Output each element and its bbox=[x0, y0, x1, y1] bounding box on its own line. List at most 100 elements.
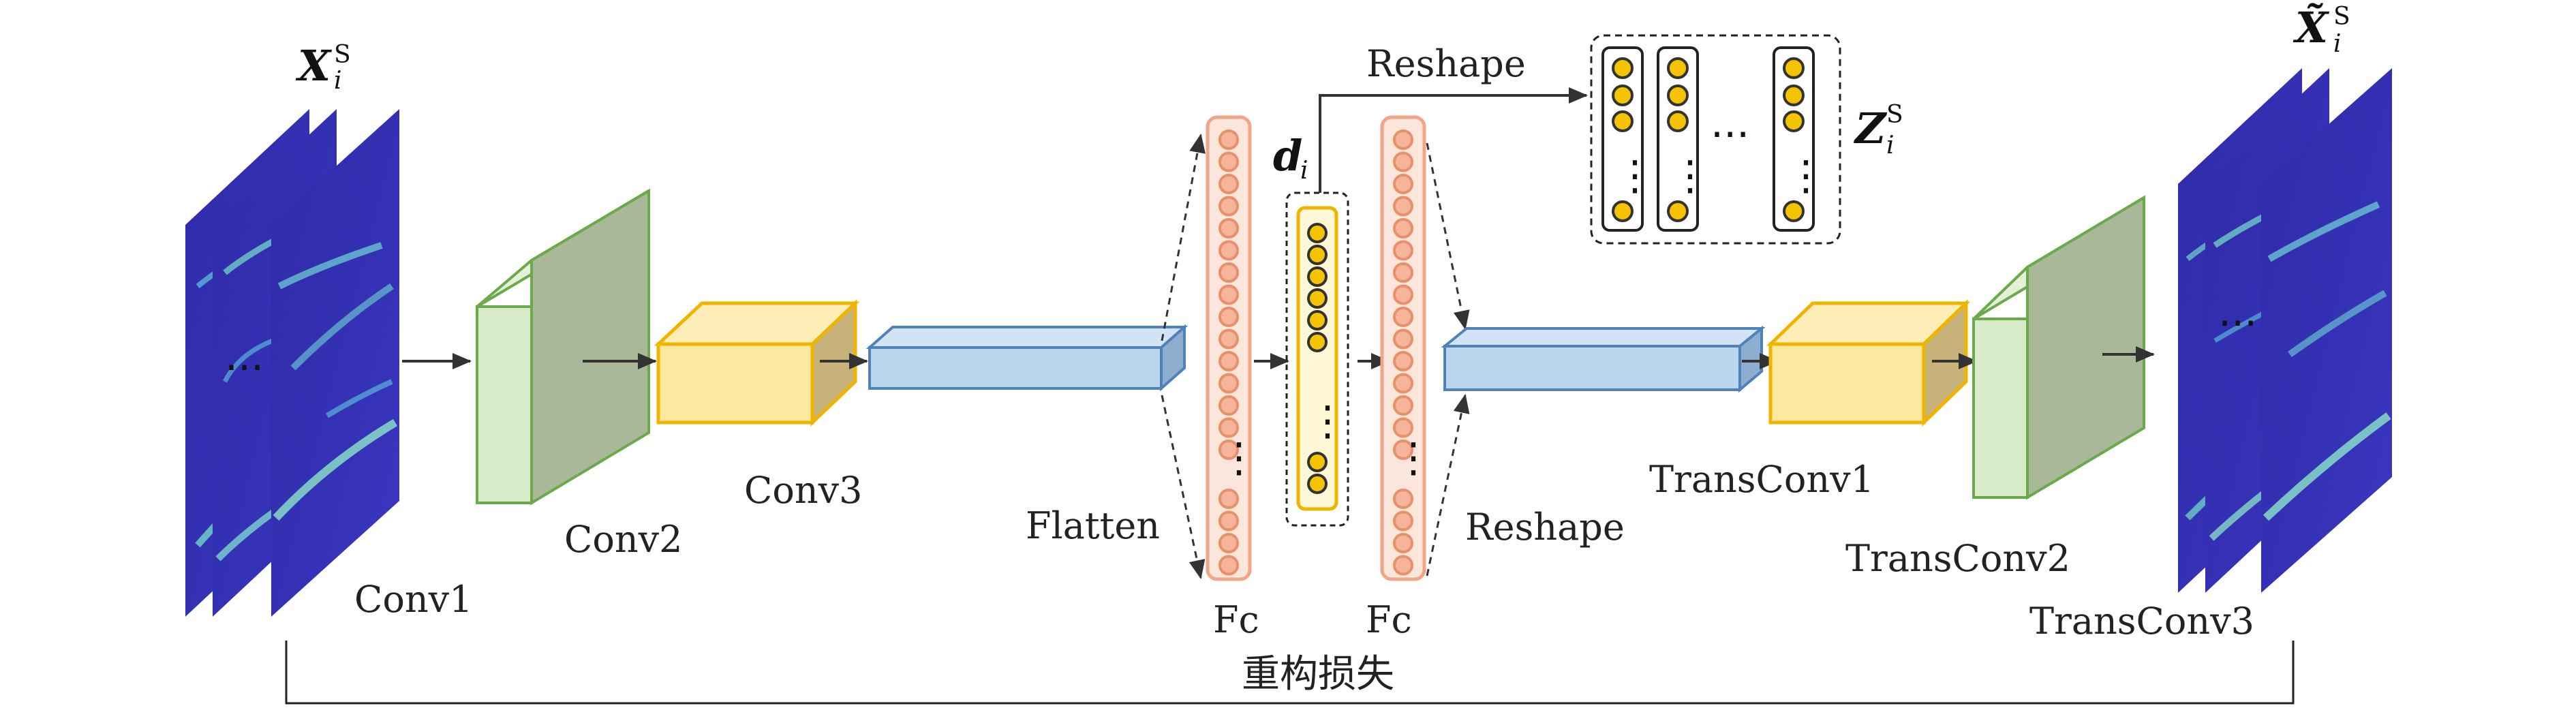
neuron bbox=[1218, 417, 1239, 438]
output-symbol: X̃ S i bbox=[2293, 3, 2350, 58]
neuron bbox=[1218, 351, 1239, 371]
neuron bbox=[1393, 417, 1413, 438]
neuron bbox=[1393, 328, 1413, 350]
neuron bbox=[1667, 57, 1689, 79]
latent-d-sub: i bbox=[1300, 157, 1308, 185]
latent-d-box: ⋮ bbox=[1285, 191, 1349, 527]
latent-z-column bbox=[1657, 46, 1699, 232]
neuron bbox=[1393, 307, 1413, 327]
neuron bbox=[1218, 151, 1239, 172]
neuron bbox=[1218, 533, 1239, 553]
neuron bbox=[1393, 218, 1413, 238]
neuron bbox=[1307, 474, 1328, 494]
neuron bbox=[1393, 489, 1413, 509]
conv2-block bbox=[476, 188, 650, 506]
output-feature-maps: ··· bbox=[2178, 68, 2392, 593]
transconv1-label: TransConv1 bbox=[1649, 458, 1874, 501]
latent-d-ellipsis: ⋮ bbox=[1307, 397, 1348, 445]
input-feature-maps: ··· bbox=[185, 109, 399, 617]
neuron bbox=[1612, 84, 1634, 106]
transconv3-label: TransConv3 bbox=[2029, 600, 2254, 643]
loss-bracket bbox=[285, 641, 2295, 705]
reshape-top-label: Reshape bbox=[1366, 42, 1526, 85]
output-ellipsis: ··· bbox=[2218, 300, 2257, 348]
neuron bbox=[1307, 310, 1328, 330]
neuron bbox=[1393, 440, 1413, 460]
neuron bbox=[1393, 196, 1413, 217]
latent-d-symbol: d i bbox=[1273, 131, 1308, 185]
neuron bbox=[1667, 110, 1689, 132]
input-symbol-sub: i bbox=[334, 67, 342, 95]
neuron bbox=[1218, 196, 1239, 217]
latent-z-columns: ⋮⋮⋮ bbox=[1601, 46, 1826, 232]
fc-right-neurons bbox=[1393, 129, 1413, 576]
neuron bbox=[1218, 440, 1239, 460]
neuron bbox=[1393, 174, 1413, 194]
fc-right-ellipsis: ⋮ bbox=[1393, 434, 1434, 482]
input-symbol-base: X bbox=[295, 41, 333, 91]
neuron bbox=[1393, 510, 1413, 532]
loss-label: 重构损失 bbox=[1242, 652, 1394, 696]
feature-map bbox=[271, 109, 399, 617]
neuron bbox=[1667, 84, 1689, 106]
flatten-label: Flatten bbox=[1026, 504, 1160, 547]
neuron bbox=[1307, 245, 1328, 265]
neuron bbox=[1218, 555, 1239, 576]
neuron bbox=[1218, 489, 1239, 509]
input-symbol-sup: S bbox=[334, 41, 351, 69]
latent-d-base: d bbox=[1273, 131, 1302, 181]
input-symbol: X S i bbox=[295, 41, 351, 95]
fc-right-layer: ⋮ bbox=[1380, 115, 1434, 581]
neuron bbox=[1307, 452, 1328, 472]
neuron bbox=[1393, 151, 1413, 172]
latent-z-h-ellipsis: ··· bbox=[1711, 111, 1749, 159]
neuron bbox=[1393, 240, 1413, 261]
neuron bbox=[1218, 395, 1239, 416]
latent-z-base: Z bbox=[1853, 104, 1888, 153]
fc-right-label: Fc bbox=[1366, 598, 1412, 641]
neuron bbox=[1218, 307, 1239, 327]
neuron bbox=[1218, 240, 1239, 261]
output-symbol-base: X̃ bbox=[2293, 3, 2330, 52]
neuron bbox=[1783, 57, 1805, 79]
input-ellipsis: ··· bbox=[225, 344, 264, 392]
latent-z-symbol: Z S i bbox=[1853, 101, 1903, 159]
neuron bbox=[1783, 200, 1805, 222]
latent-z-sup: S bbox=[1886, 101, 1903, 129]
transconv2-label: TransConv2 bbox=[1845, 537, 2070, 580]
dashed-arrow bbox=[1161, 395, 1206, 579]
neuron bbox=[1218, 328, 1239, 350]
reshape-top-arrow bbox=[1319, 87, 1588, 193]
fc-left-neurons bbox=[1218, 129, 1239, 576]
neuron bbox=[1307, 332, 1328, 352]
neuron bbox=[1218, 262, 1239, 283]
reshape-bottom-label: Reshape bbox=[1465, 506, 1625, 549]
reshape-block bbox=[1441, 325, 1766, 393]
neuron bbox=[1218, 510, 1239, 532]
neuron bbox=[1218, 284, 1239, 305]
neuron bbox=[1218, 218, 1239, 238]
latent-z-box: ⋮⋮⋮ ··· bbox=[1590, 34, 1841, 245]
output-symbol-sup: S bbox=[2333, 3, 2350, 31]
neuron bbox=[1393, 533, 1413, 553]
transconv2-block bbox=[1972, 195, 2145, 500]
neuron bbox=[1783, 84, 1805, 106]
neuron bbox=[1393, 373, 1413, 394]
neuron bbox=[1307, 288, 1328, 309]
neuron bbox=[1393, 262, 1413, 283]
neuron bbox=[1393, 284, 1413, 305]
latent-z-column-ellipsis: ⋮ bbox=[1614, 152, 1655, 200]
neuron bbox=[1393, 555, 1413, 576]
output-symbol-sub: i bbox=[2333, 30, 2342, 58]
dashed-arrow bbox=[1426, 142, 1470, 330]
neuron bbox=[1307, 266, 1328, 287]
latent-z-column bbox=[1601, 46, 1644, 232]
neuron bbox=[1612, 200, 1634, 222]
neuron bbox=[1783, 110, 1805, 132]
feature-map bbox=[2261, 68, 2392, 593]
conv3-block bbox=[654, 299, 860, 427]
fc-left-ellipsis: ⋮ bbox=[1218, 434, 1259, 482]
transconv1-block bbox=[1766, 299, 1971, 427]
dashed-arrow bbox=[1426, 394, 1470, 576]
fc-left-layer: ⋮ bbox=[1206, 115, 1259, 581]
